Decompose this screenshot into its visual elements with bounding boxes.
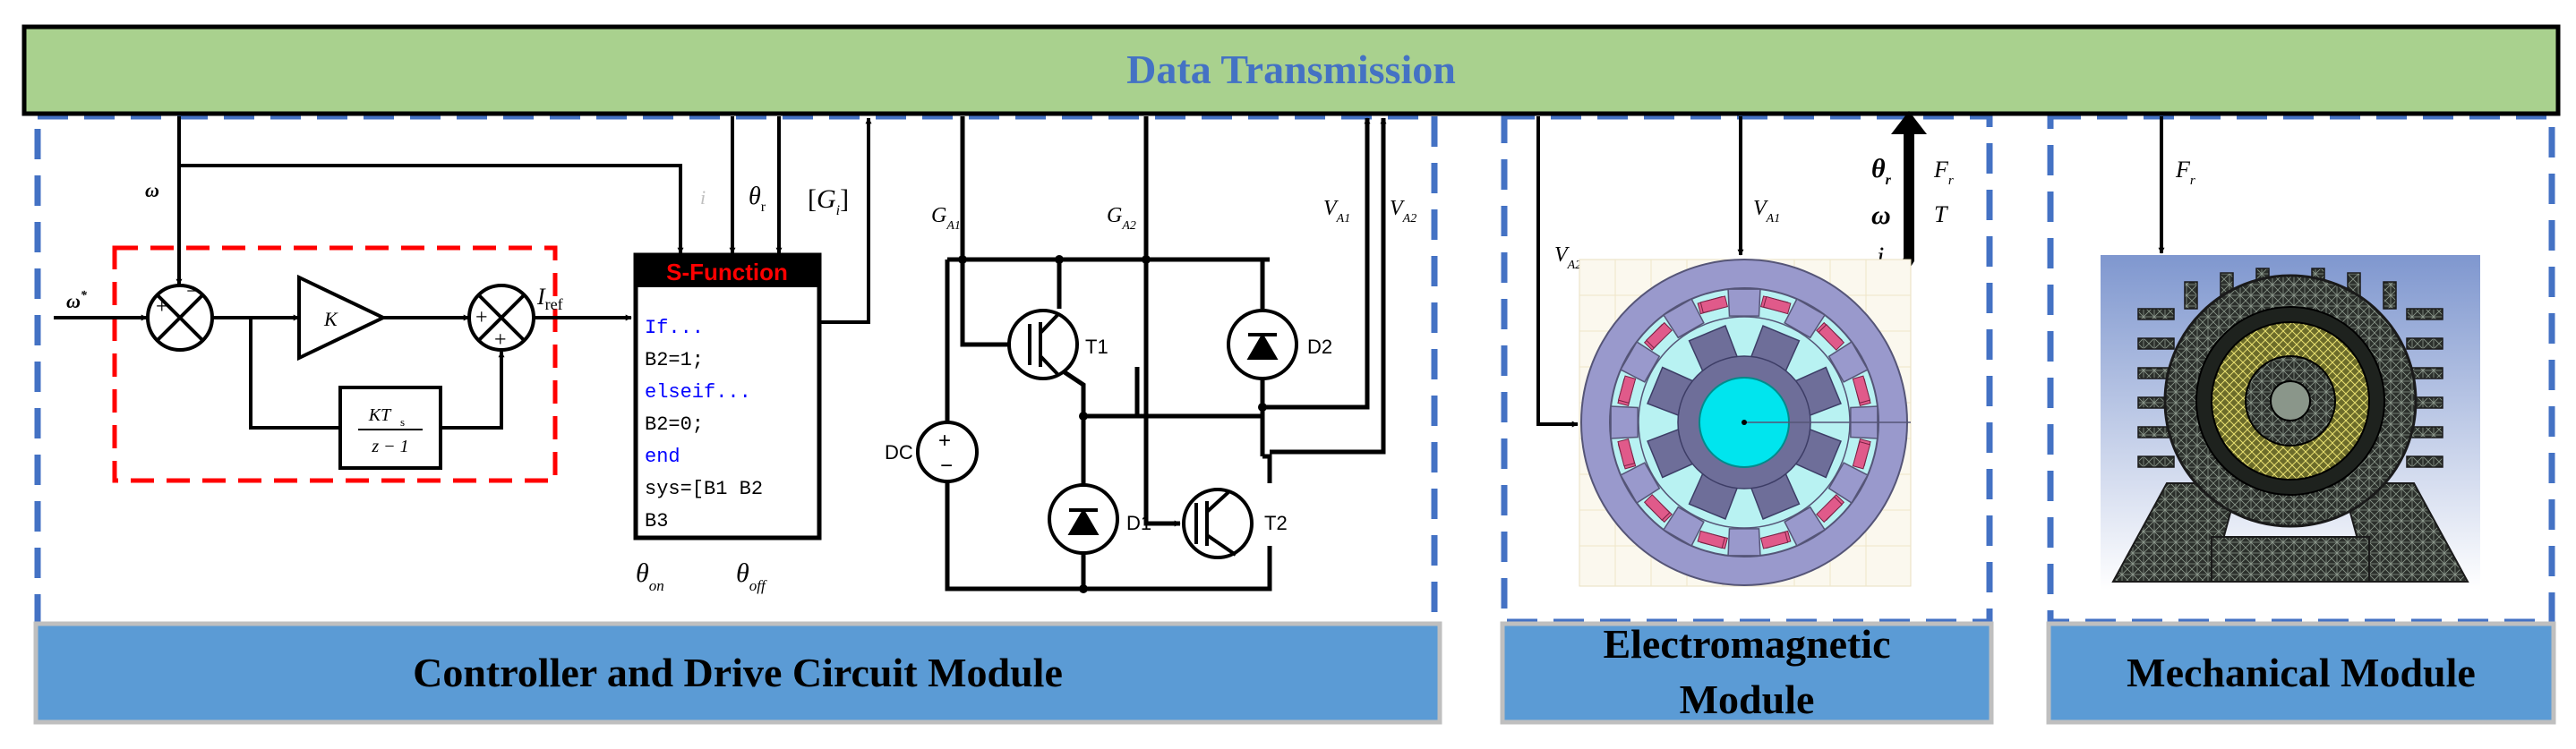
mech-fr-label: Fr [2175,157,2195,188]
stator-coil [1852,441,1871,470]
i-ref-label: Iref [536,284,563,313]
stator-coil [1699,295,1729,314]
sfunction-code-line: B2=0; [645,413,704,436]
d1-label: D1 [1126,512,1151,534]
stator-tooth [1727,528,1761,557]
electromagnetic-module-label-1: Electromagnetic [1603,621,1890,667]
integrator-denominator: z − 1 [371,437,408,456]
mechanical-fem-mesh [2101,255,2480,591]
ga2-label: GA2 [1107,204,1136,233]
t1-label: T1 [1085,336,1108,358]
sum-junction-2 [467,284,535,352]
theta-on-label: θon [636,558,664,594]
stator-coil [1617,375,1637,404]
em-fr-label: Fr [1933,157,1954,188]
sum2-plus-left: + [475,306,488,329]
stator-coil [1759,531,1789,549]
sfunction-code: If... B2=1; elseif... B2=0; end sys=[B1 B2 B3 [645,317,763,532]
sfunction-code-line: B2=1; [645,349,704,371]
controller-wiring [54,116,872,430]
sfunction-code-line: elseif... [645,381,751,404]
junction-dots [958,255,1267,593]
stator-tooth [1662,506,1705,547]
pi-controller-frame [112,245,558,483]
ga1-label: GA1 [931,204,961,233]
em-va2-label: VA2 [1554,243,1581,272]
data-transmission-title: Data Transmission [1126,47,1456,92]
stator-tooth [1827,340,1869,383]
theta-off-label: θoff [736,558,767,594]
t2-label: T2 [1264,512,1288,534]
sfunction-code-line: B3 [645,510,668,532]
igbt-t1 [1007,309,1079,380]
stator-tooth [1610,405,1639,439]
stator-coil [1643,494,1671,521]
igbt-t2 [1182,488,1254,559]
sfunction-code-line: If... [645,317,704,339]
sum2-plus-bottom: + [494,328,507,352]
srm-cross-section [1579,259,1912,587]
sum1-plus: + [156,295,168,319]
controller-frame [34,113,1438,630]
va2-label: VA2 [1390,197,1416,226]
stator-tooth [1620,462,1661,505]
dc-label: DC [885,441,913,464]
stator-tooth [1727,288,1761,317]
stator-coil [1816,496,1843,523]
stator-coil [1617,438,1636,467]
em-i-label: i [1877,242,1884,271]
gain-label: K [323,308,338,330]
d2-label: D2 [1307,336,1332,358]
gain-block [297,274,388,362]
gi-output-label: [Gi] [808,184,849,218]
integrator-numerator-sub: s [400,415,405,429]
stator-coil [1852,375,1871,404]
em-wiring [1536,116,1744,428]
dc-source [916,421,979,483]
stator-coil [1697,530,1725,549]
stator-coil [1763,295,1792,315]
omega-feedback-label: ω [145,179,159,201]
controller-module-box [33,621,1442,725]
electromagnetic-module-label-2: Module [1680,677,1815,722]
stator-coil [1818,324,1845,351]
sfunction-header [636,255,819,287]
sum-junction-1 [146,284,214,352]
stator-tooth [1784,506,1827,547]
em-va1-label: VA1 [1753,197,1780,226]
dc-plus: + [938,429,951,453]
diode-d2-symbol [1246,333,1279,360]
electromagnetic-module-box [1500,621,1994,725]
mechanical-module-label: Mechanical Module [2127,650,2476,695]
em-t-label: T [1934,201,1948,227]
sum1-minus: − [186,280,199,303]
theta-r-input-label: θr [749,183,766,215]
mechanical-module-box [2046,621,2556,725]
integrator-block [338,386,442,470]
stator-coil [1646,321,1673,349]
em-theta-r-label: θr [1871,154,1892,188]
sfunction-block [633,252,822,540]
omega-ref-label: ω* [66,289,88,312]
em-output-arrowhead [1891,111,1927,134]
sfunction-code-line: sys=[B1 B2 [645,478,763,500]
i-input-label: i [700,186,706,209]
data-transmission-bar [21,24,2561,116]
sfunction-code-line: end [645,446,680,468]
dc-minus: − [940,454,953,478]
sfunction-title: S-Function [666,259,788,285]
drive-circuit-wiring [945,116,1387,592]
va1-label: VA1 [1323,197,1350,226]
stator-tooth [1784,298,1827,339]
stator-tooth [1620,340,1661,383]
stator-tooth [1662,298,1705,339]
diode-d1-symbol [1067,508,1100,535]
stator-tooth [1827,462,1869,505]
integrator-numerator: KT [368,405,392,425]
controller-module-label: Controller and Drive Circuit Module [413,650,1063,695]
em-omega-label: ω [1871,200,1891,230]
